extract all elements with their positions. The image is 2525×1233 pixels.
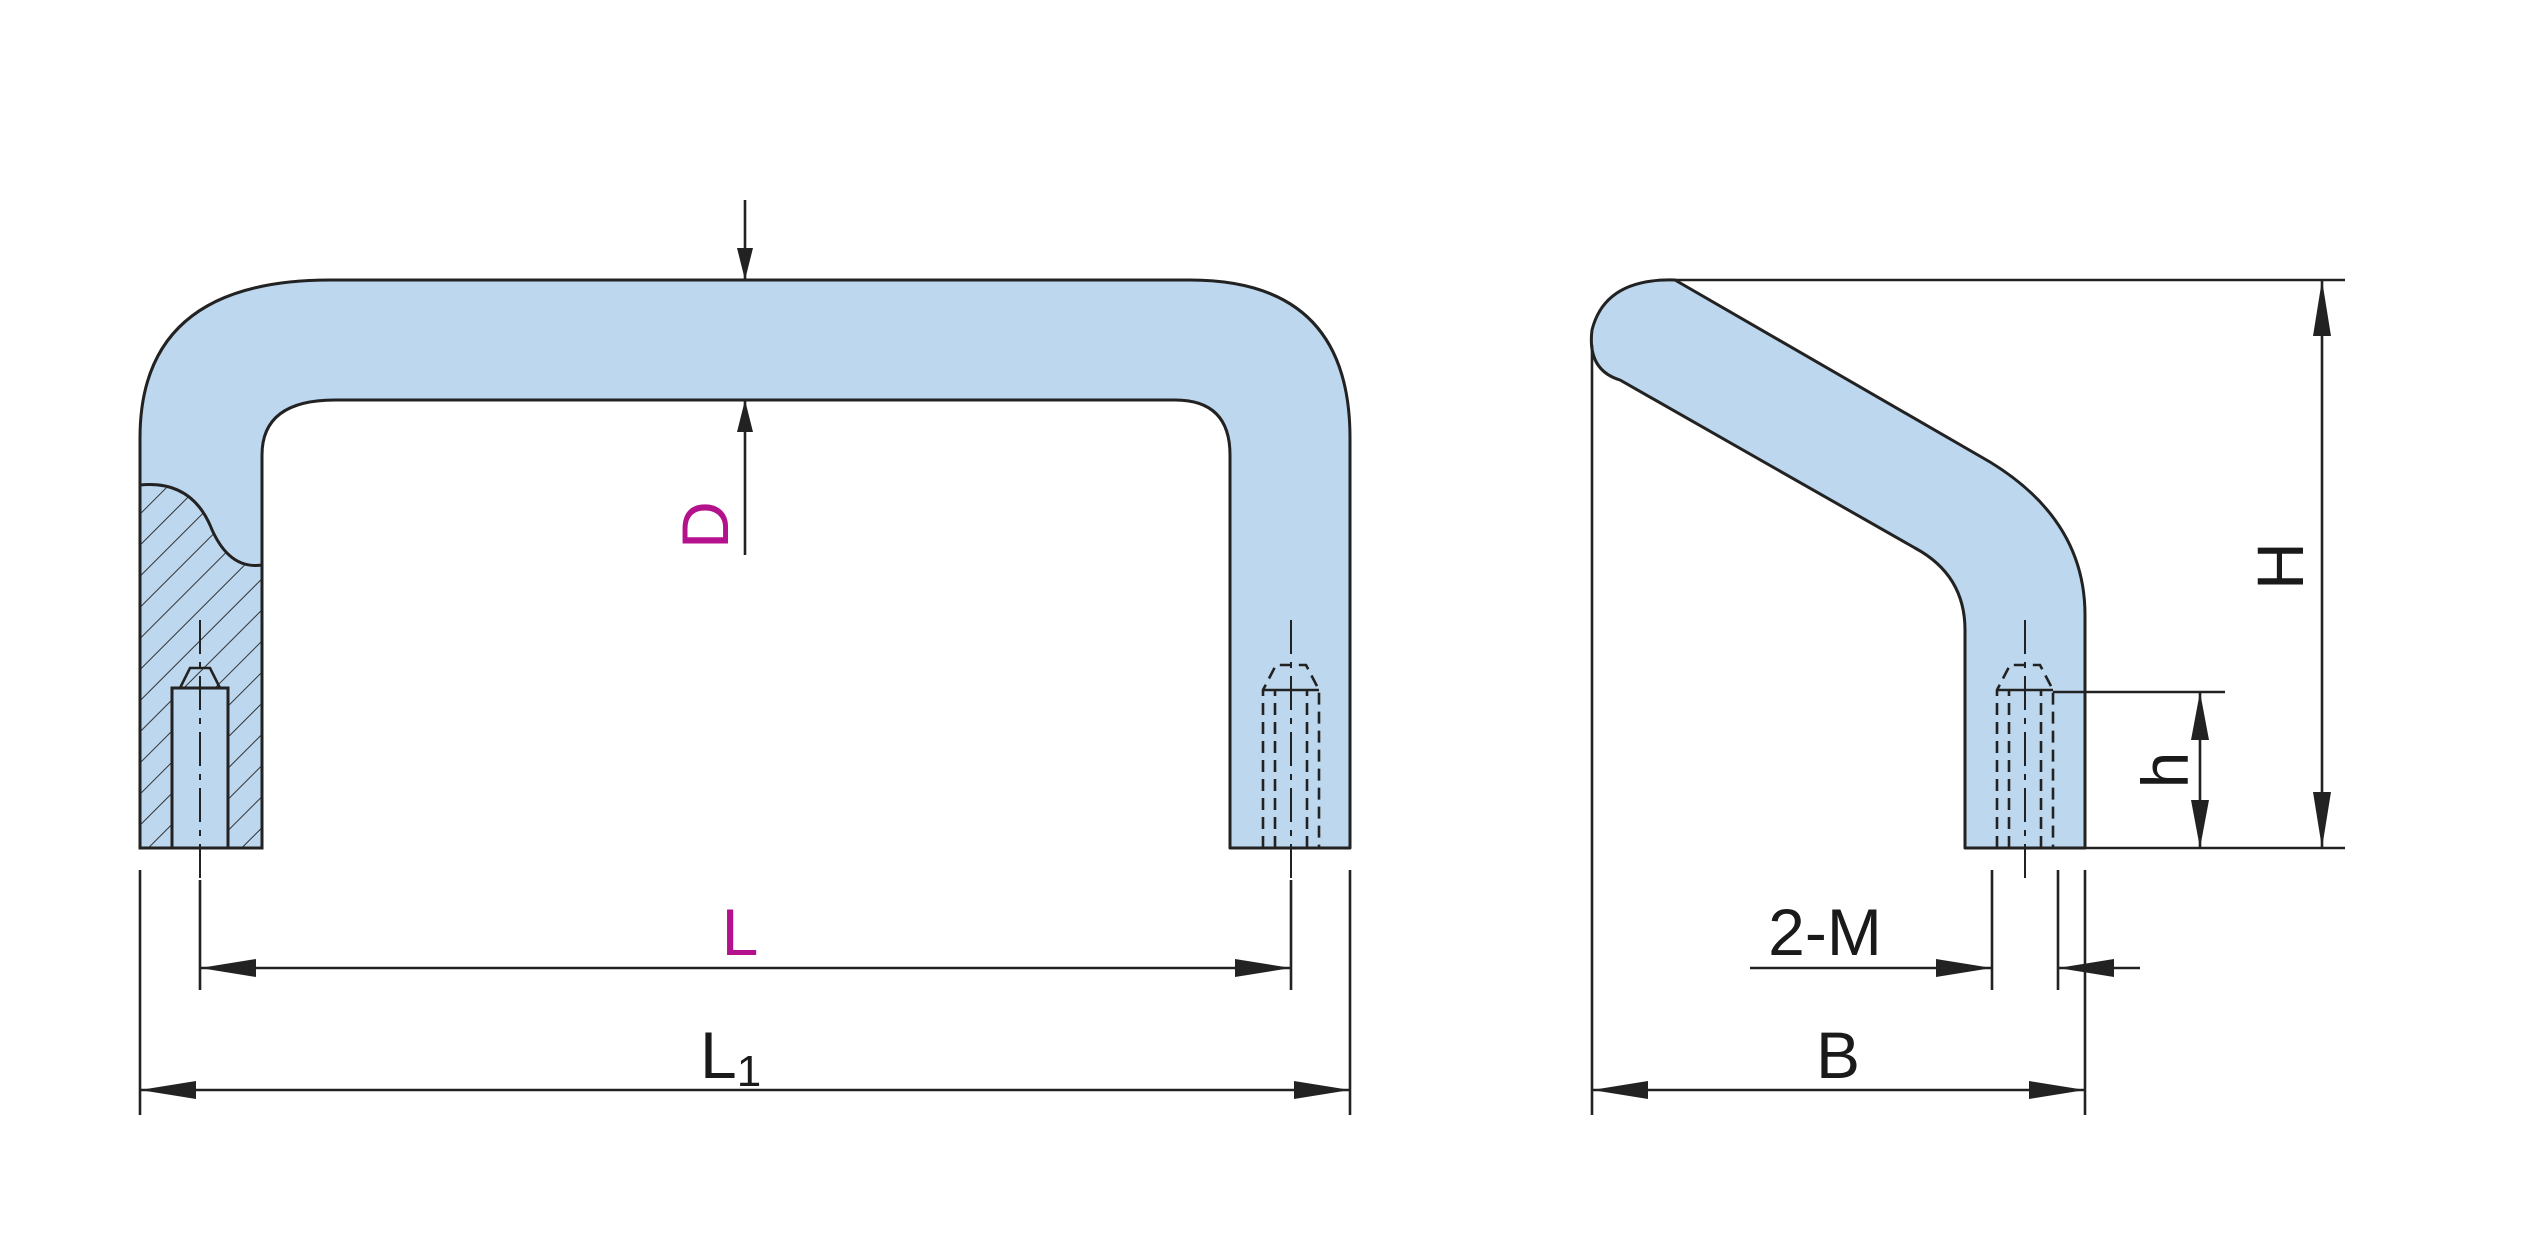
label-L: L xyxy=(722,895,759,969)
label-D: D xyxy=(668,501,742,549)
front-handle-body xyxy=(138,278,1352,850)
dimension-L1 xyxy=(138,870,1352,1115)
label-L1: L1 xyxy=(700,1018,761,1096)
label-B: B xyxy=(1816,1018,1860,1092)
side-view: H h 2-M B xyxy=(1589,278,2345,1115)
label-2M: 2-M xyxy=(1768,895,1882,969)
dimension-L xyxy=(198,880,1293,990)
dimension-h xyxy=(2053,690,2225,848)
front-view: D L L1 xyxy=(138,200,1352,1115)
dimension-D xyxy=(737,200,753,555)
dimension-B xyxy=(1590,345,2087,1115)
dimension-H xyxy=(1675,278,2345,850)
label-h: h xyxy=(2128,752,2202,789)
side-handle-body xyxy=(1589,278,2087,850)
label-H: H xyxy=(2243,542,2317,590)
front-left-hole-section xyxy=(170,686,230,850)
